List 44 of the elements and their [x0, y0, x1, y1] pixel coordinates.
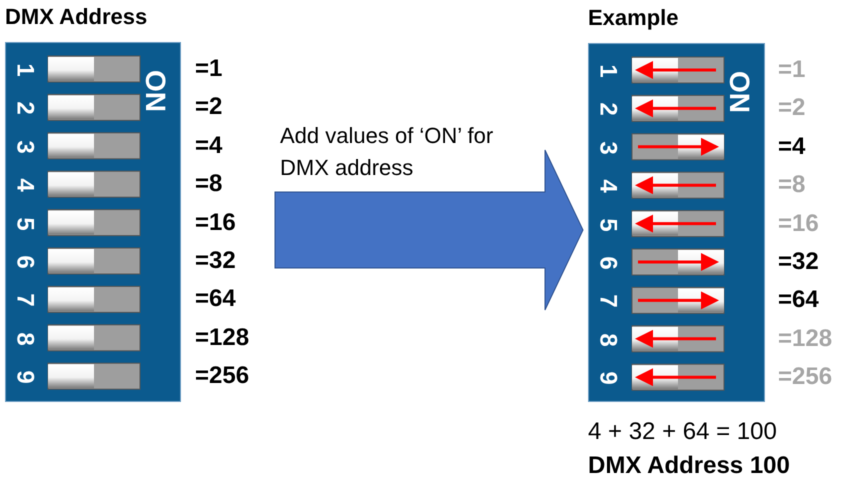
switch-number: 2: [596, 102, 620, 116]
on-label: ON: [143, 70, 167, 112]
switch-value: =256: [778, 363, 832, 392]
edge-label: Add values of ‘ON’ for DMX address: [280, 122, 494, 182]
switch-value: =128: [778, 324, 832, 353]
switch-value: =4: [778, 132, 806, 161]
switch-value: =1: [195, 55, 222, 83]
heading: DMX Address: [5, 4, 148, 30]
switch-number: 1: [12, 63, 37, 77]
switch-number: 1: [596, 64, 620, 78]
switch-value: =1: [778, 56, 806, 84]
switch-number: 2: [12, 102, 37, 116]
switch-number: 4: [596, 180, 620, 193]
switch-value: =16: [778, 210, 819, 238]
switch-value: =16: [195, 208, 236, 237]
switch-number: 5: [12, 216, 37, 230]
switch-number: 4: [12, 178, 37, 192]
switch-value: =2: [778, 94, 806, 122]
switch-value: =2: [195, 93, 222, 122]
switch-number: 6: [596, 256, 620, 270]
switch-value: =4: [195, 132, 222, 160]
on-label: ON: [727, 71, 751, 113]
switch-number: 9: [12, 370, 37, 384]
switch-value: =256: [195, 362, 250, 390]
switch-number: 8: [596, 333, 620, 346]
switch-number: 7: [12, 294, 37, 308]
result-text: DMX Address 100: [588, 452, 790, 480]
switch-number: 9: [596, 372, 620, 385]
switch-value: =64: [778, 286, 819, 314]
sum-text: 4 + 32 + 64 = 100: [588, 418, 777, 446]
switch-number: 3: [12, 140, 37, 154]
switch-value: =32: [195, 247, 236, 275]
switch-value: =8: [195, 170, 222, 198]
switch-value: =64: [195, 285, 236, 314]
switch-number: 6: [12, 255, 37, 269]
switch-value: =8: [778, 171, 806, 200]
switch-number: 5: [596, 218, 620, 232]
switch-number: 7: [596, 294, 620, 308]
switch-number: 3: [596, 141, 620, 154]
heading: Example: [588, 5, 678, 31]
switch-number: 8: [12, 332, 37, 346]
switch-value: =128: [195, 324, 250, 352]
switch-value: =32: [778, 248, 819, 276]
block-arrow: [274, 150, 584, 310]
